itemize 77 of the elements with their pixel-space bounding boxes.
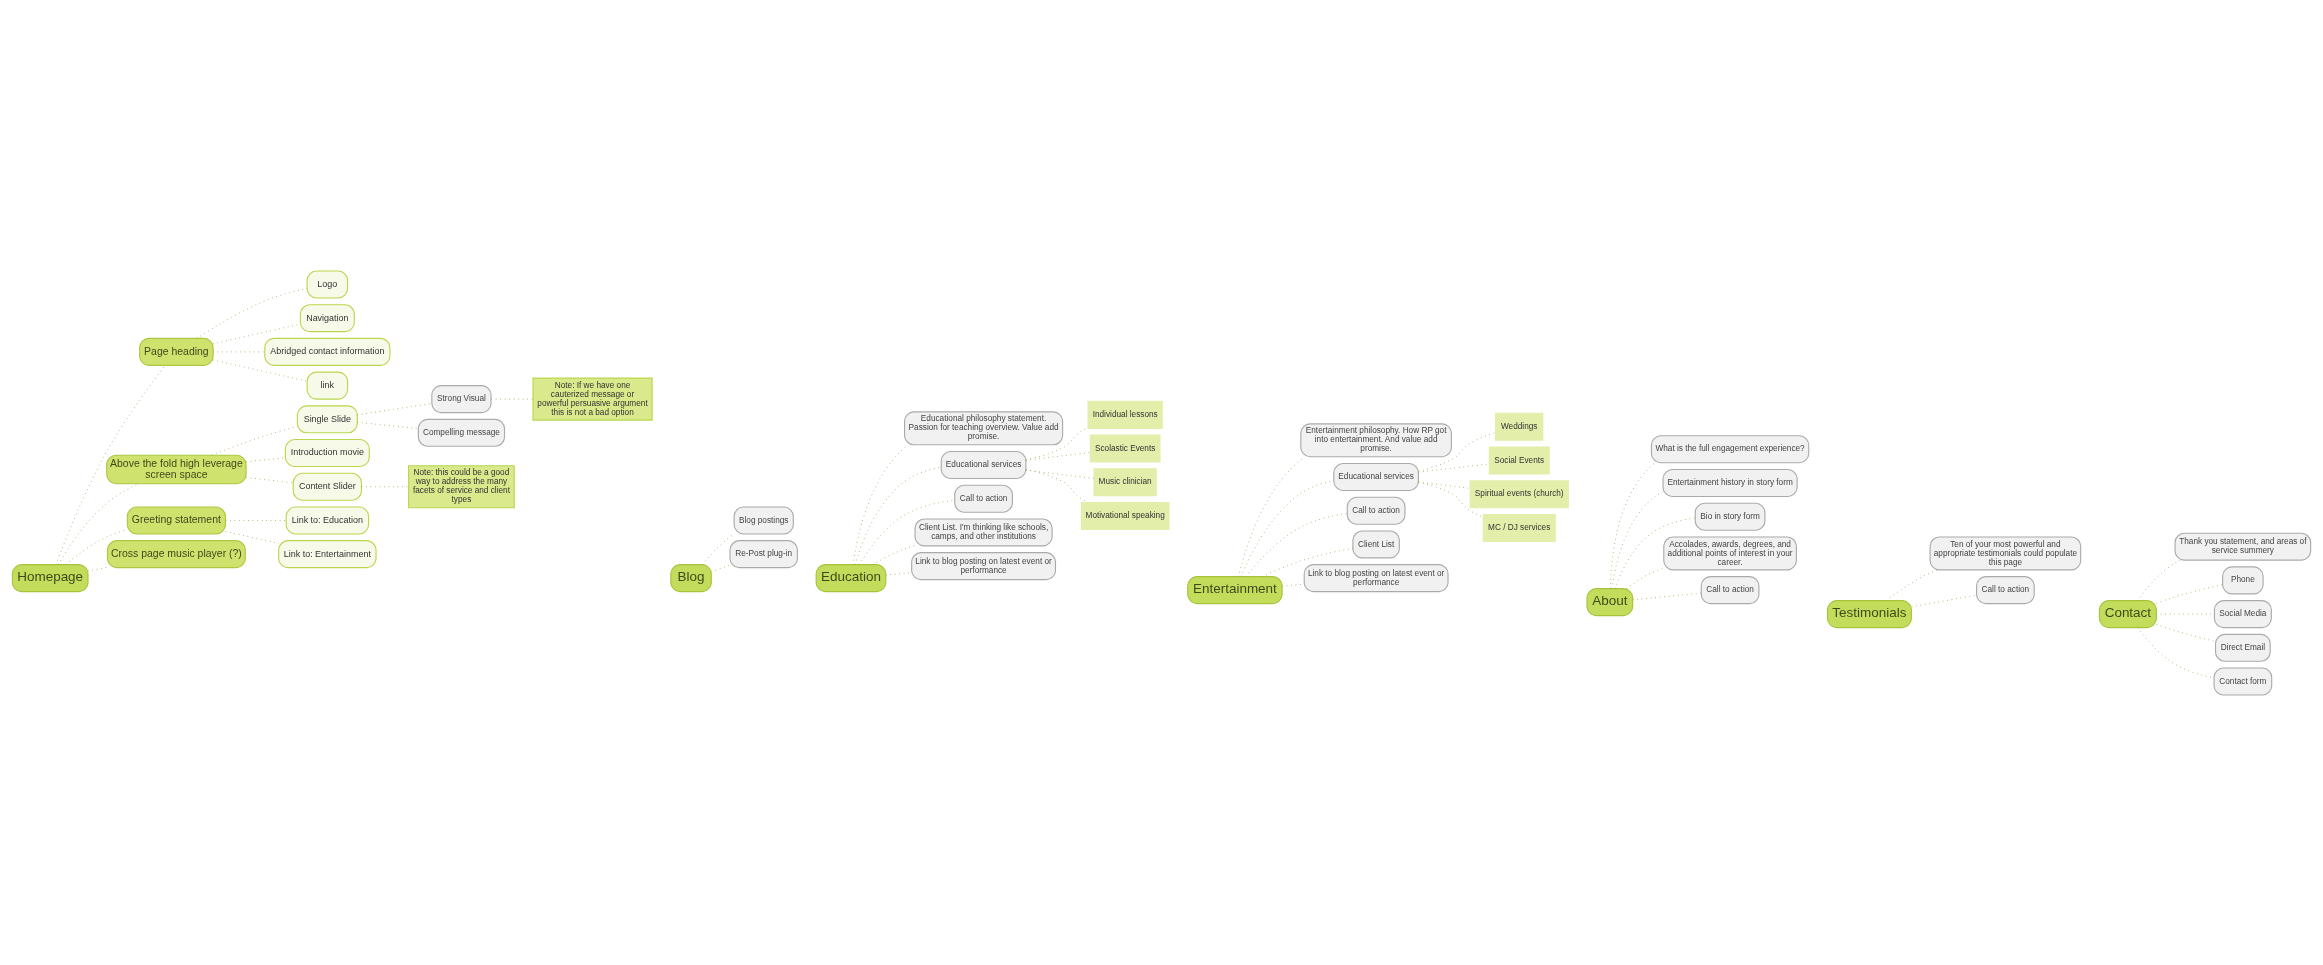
- node-box: Client List. I'm thinking like schools, camps, and other institutions: [914, 517, 1053, 546]
- node-box: Educational services: [1333, 462, 1419, 491]
- connector: [245, 456, 286, 462]
- connector: [710, 564, 731, 572]
- node-box: Weddings: [1495, 412, 1544, 441]
- node-box: Blog: [670, 563, 712, 592]
- connector: [57, 482, 139, 565]
- connector: [357, 421, 419, 429]
- node-box: Strong Visual: [431, 384, 492, 413]
- connector: [885, 571, 912, 575]
- connector: [1418, 481, 1484, 518]
- node-box: Introduction movie: [284, 438, 370, 467]
- node-box: Phone: [2222, 565, 2264, 594]
- node-box: Contact: [2098, 599, 2157, 628]
- connector: [701, 533, 735, 565]
- node-box: Page heading: [139, 337, 214, 366]
- node-box: Spiritual events (church): [1469, 479, 1569, 508]
- node-box: Social Media: [2213, 599, 2272, 628]
- node-box: Motivational speaking: [1080, 501, 1170, 530]
- node-box: MC / DJ services: [1482, 513, 1556, 542]
- connector: [196, 287, 308, 339]
- node-box: Bio in story form: [1694, 502, 1766, 531]
- node-box: Call to action: [1700, 575, 1760, 604]
- node-box: Education: [815, 563, 887, 592]
- connector: [2156, 623, 2216, 642]
- node-box: Above the fold high leverage screen space: [106, 454, 247, 484]
- node-box: Scolastic Events: [1089, 434, 1161, 463]
- node-box: Entertainment: [1187, 575, 1283, 604]
- connector: [225, 530, 279, 544]
- node-box: Compelling message: [417, 418, 506, 447]
- connector: [1025, 469, 1095, 479]
- connector: [852, 443, 909, 565]
- connector: [1626, 566, 1665, 589]
- node-box: Call to action: [1976, 575, 2035, 604]
- node-box: Thank you statement, and areas of service summery: [2174, 532, 2312, 561]
- node-box: Call to action: [1346, 496, 1406, 525]
- connector: [1245, 512, 1348, 577]
- node-box: Ten of your most powerful and appropriate testimonials could populate this page: [1929, 535, 2082, 570]
- node-box: Entertainment philosophy. How RP got into entertainment. And value add promise.: [1300, 422, 1452, 457]
- node-box: Single Slide: [296, 404, 358, 433]
- node-box: Link to blog posting on latest event or performance: [911, 551, 1057, 580]
- node-box: Individual lessons: [1087, 400, 1163, 429]
- node-box: link: [306, 371, 349, 400]
- node-box: Music clinician: [1093, 467, 1157, 496]
- node-box: Call to action: [954, 484, 1013, 513]
- node-box: Educational philosophy statement. Passion for teaching overview. Value add promise.: [904, 410, 1064, 445]
- node-box: Note: If we have one cauterized message or powerful persuasive argument this is not a bad option: [532, 377, 653, 421]
- node-box: Note: this could be a good way to address the many facets of service and client types: [408, 464, 515, 508]
- node-box: Logo: [306, 269, 349, 299]
- node-box: Content Slider: [292, 472, 362, 501]
- connector: [2156, 583, 2224, 604]
- node-box: Re-Post plug-in: [729, 539, 798, 568]
- connector: [357, 402, 433, 415]
- node-box: Entertainment history in story form: [1662, 468, 1798, 497]
- node-box: Accolades, awards, degrees, and additional points of interest in your career.: [1663, 535, 1797, 570]
- node-box: What is the full engagement experience?: [1650, 434, 1810, 463]
- node-box: Navigation: [299, 303, 355, 332]
- node-box: Contact form: [2213, 666, 2273, 696]
- node-box: Abridged contact information: [264, 337, 391, 366]
- connector: [1025, 426, 1089, 460]
- connector: [1611, 491, 1664, 589]
- connector: [87, 566, 108, 571]
- node-box: Greeting statement: [126, 505, 226, 534]
- connector: [1418, 431, 1496, 472]
- node-box: About: [1586, 587, 1634, 616]
- connector: [1632, 592, 1702, 600]
- node-box: Link to blog posting on latest event or performance: [1303, 563, 1449, 592]
- node-box: Blog postings: [733, 505, 794, 534]
- node-box: Cross page music player (?): [106, 539, 246, 568]
- node-box: Educational services: [940, 450, 1027, 479]
- node-box: Link to: Entertainment: [278, 539, 377, 568]
- node-box: Social Events: [1488, 446, 1550, 475]
- node-box: Client List: [1352, 529, 1400, 558]
- node-box: Link to: Education: [285, 505, 370, 534]
- node-box: Homepage: [11, 563, 89, 592]
- node-box: Testimonials: [1826, 599, 1912, 628]
- node-box: Direct Email: [2214, 633, 2271, 662]
